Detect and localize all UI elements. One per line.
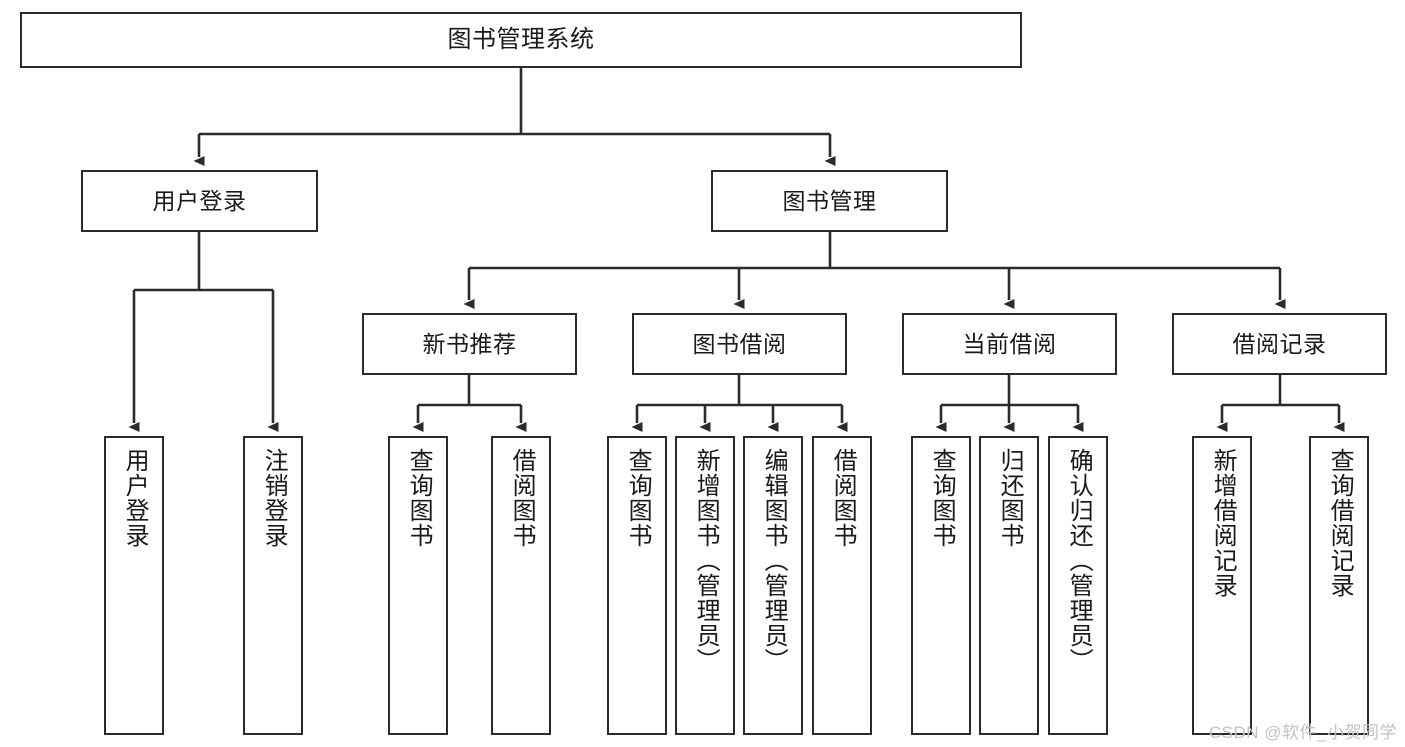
leaf-nb-borrow-book[interactable]: 借阅图书 [491, 436, 551, 735]
node-label: 用户登录 [121, 448, 149, 548]
leaf-bb-borrow-book[interactable]: 借阅图书 [812, 436, 872, 735]
node-label: 借阅记录 [1232, 330, 1327, 357]
node-borrow-record[interactable]: 借阅记录 [1172, 313, 1387, 375]
node-label: 注销登录 [260, 448, 288, 548]
node-root-system[interactable]: 图书管理系统 [20, 12, 1022, 68]
node-label: 用户登录 [152, 187, 247, 214]
node-label: 图书管理系统 [447, 26, 595, 54]
node-label: 借阅图书 [508, 448, 536, 548]
watermark: CSDN @软件_小贺同学 [1208, 723, 1397, 742]
node-user-login[interactable]: 用户登录 [81, 170, 318, 232]
leaf-logout[interactable]: 注销登录 [243, 436, 303, 735]
leaf-br-query-record[interactable]: 查询借阅记录 [1309, 436, 1369, 735]
node-new-book-recommend[interactable]: 新书推荐 [362, 313, 577, 375]
node-current-borrow[interactable]: 当前借阅 [902, 313, 1117, 375]
node-label: 归还图书 [996, 448, 1024, 548]
node-label: 借阅图书 [829, 448, 857, 548]
node-label: 查询图书 [405, 448, 433, 548]
node-label: 新增图书（管理员） [692, 448, 720, 673]
node-label: 编辑图书（管理员） [760, 448, 788, 673]
leaf-user-login[interactable]: 用户登录 [104, 436, 164, 735]
node-label: 查询图书 [624, 448, 652, 548]
node-label: 新增借阅记录 [1209, 448, 1237, 598]
leaf-bb-edit-book-admin[interactable]: 编辑图书（管理员） [743, 436, 803, 735]
node-label: 查询图书 [928, 448, 956, 548]
leaf-cb-return-book[interactable]: 归还图书 [979, 436, 1039, 735]
leaf-bb-query-book[interactable]: 查询图书 [607, 436, 667, 735]
leaf-bb-add-book-admin[interactable]: 新增图书（管理员） [675, 436, 735, 735]
node-book-management[interactable]: 图书管理 [711, 170, 948, 232]
node-label: 当前借阅 [962, 330, 1057, 357]
node-label: 查询借阅记录 [1326, 448, 1354, 598]
node-label: 确认归还（管理员） [1065, 448, 1093, 673]
node-label: 新书推荐 [422, 330, 517, 357]
leaf-br-add-record[interactable]: 新增借阅记录 [1192, 436, 1252, 735]
node-book-borrow[interactable]: 图书借阅 [632, 313, 847, 375]
leaf-cb-confirm-return-admin[interactable]: 确认归还（管理员） [1048, 436, 1108, 735]
leaf-cb-query-book[interactable]: 查询图书 [911, 436, 971, 735]
node-label: 图书借阅 [692, 330, 787, 357]
node-label: 图书管理 [782, 187, 877, 214]
leaf-nb-query-book[interactable]: 查询图书 [388, 436, 448, 735]
